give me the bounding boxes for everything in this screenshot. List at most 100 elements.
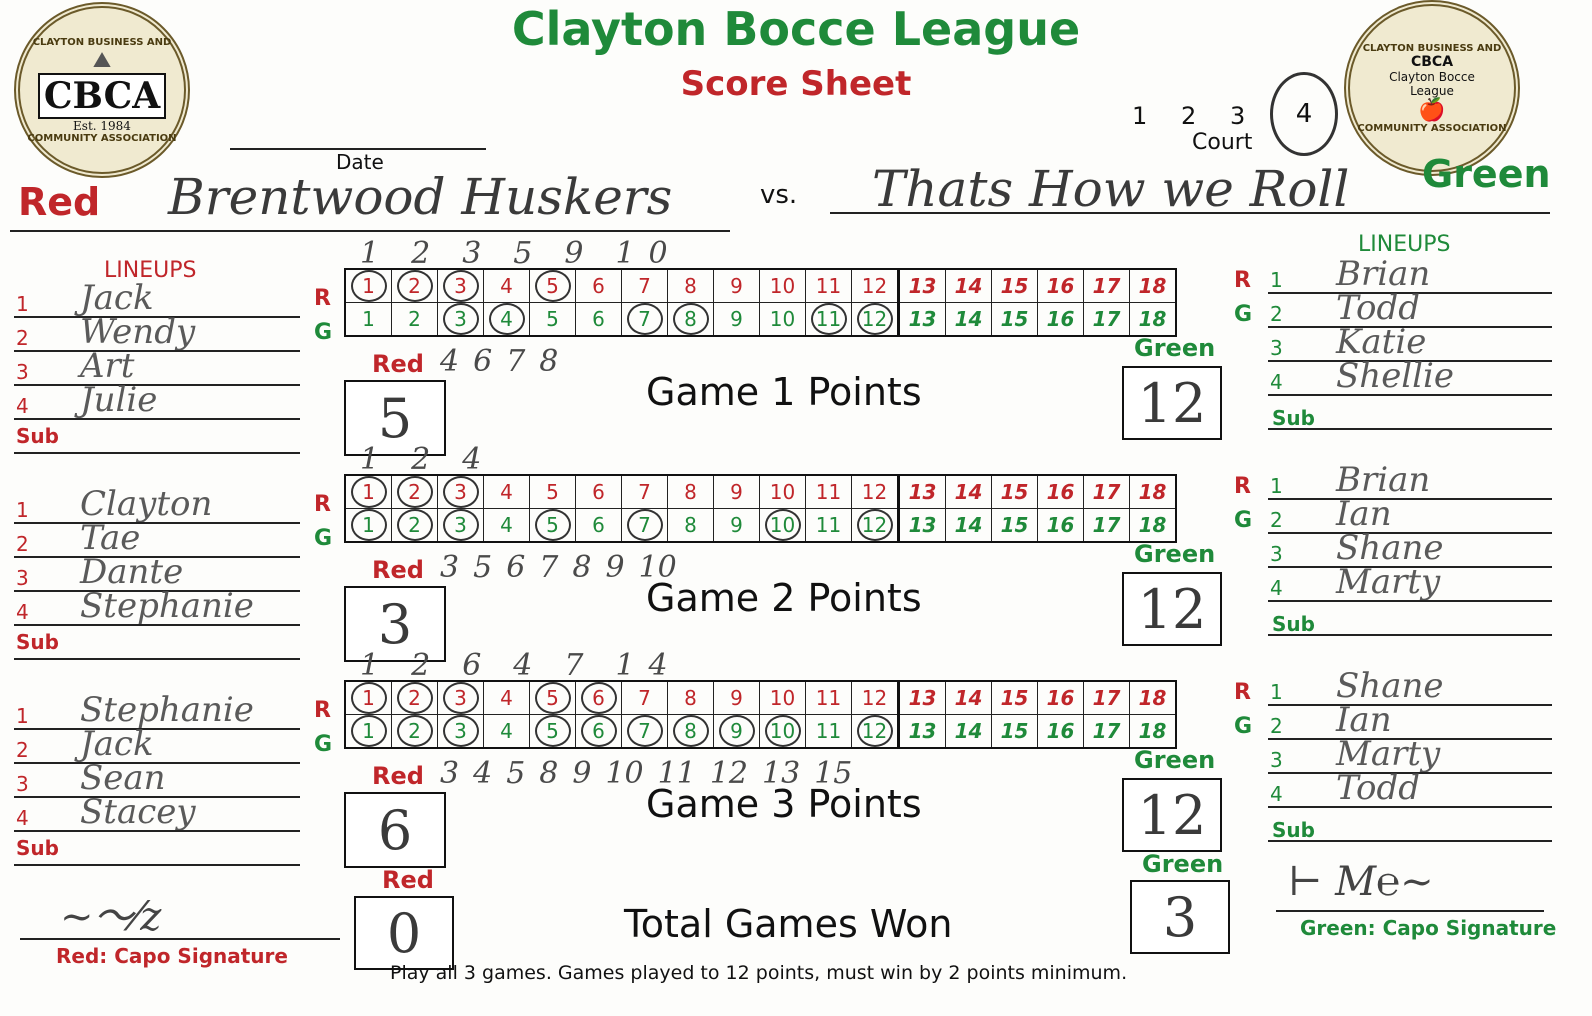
red-player-name[interactable]: Julie	[80, 380, 158, 420]
green-total-box[interactable]: 3	[1130, 880, 1230, 954]
green-point-cell[interactable]: 15	[991, 508, 1038, 543]
red-point-cell[interactable]: 6	[575, 474, 622, 509]
green-player-name[interactable]: Marty	[1336, 734, 1441, 774]
red-point-cell[interactable]: 6	[575, 268, 622, 303]
green-player-name[interactable]: Shane	[1336, 528, 1444, 568]
red-player-name[interactable]: Jack	[80, 278, 154, 318]
green-point-cell[interactable]: 7	[621, 302, 668, 337]
green-point-cell[interactable]: 14	[945, 714, 992, 749]
green-player-name[interactable]: Todd	[1336, 768, 1421, 808]
green-player-name[interactable]: Ian	[1336, 700, 1392, 740]
green-point-cell[interactable]: 10	[759, 302, 806, 337]
red-point-cell[interactable]: 16	[1037, 474, 1084, 509]
green-point-cell[interactable]: 13	[897, 508, 946, 543]
red-player-name[interactable]: Sean	[80, 758, 166, 798]
red-player-name[interactable]: Dante	[80, 552, 184, 592]
green-player-name[interactable]: Todd	[1336, 288, 1421, 328]
green-point-cell[interactable]: 15	[991, 714, 1038, 749]
red-point-cell[interactable]: 14	[945, 474, 992, 509]
red-player-name[interactable]: Wendy	[80, 312, 196, 352]
red-point-cell[interactable]: 2	[391, 474, 438, 509]
red-point-cell[interactable]: 10	[759, 680, 806, 715]
red-point-cell[interactable]: 12	[851, 680, 899, 715]
green-point-cell[interactable]: 4	[483, 508, 530, 543]
red-point-cell[interactable]: 13	[897, 680, 946, 715]
red-point-cell[interactable]: 11	[805, 474, 852, 509]
court-option-2[interactable]: 2	[1181, 102, 1197, 130]
red-point-cell[interactable]: 18	[1129, 268, 1177, 303]
green-player-name[interactable]: Brian	[1336, 460, 1431, 500]
green-point-cell[interactable]: 4	[483, 714, 530, 749]
red-point-cell[interactable]: 14	[945, 268, 992, 303]
green-point-cell[interactable]: 8	[667, 508, 714, 543]
green-point-cell[interactable]: 9	[713, 714, 760, 749]
red-point-cell[interactable]: 17	[1083, 680, 1130, 715]
green-point-cell[interactable]: 1	[344, 302, 392, 337]
court-option-3[interactable]: 3	[1230, 102, 1246, 130]
red-point-cell[interactable]: 7	[621, 474, 668, 509]
red-point-cell[interactable]: 9	[713, 474, 760, 509]
red-total-box[interactable]: 0	[354, 896, 454, 970]
red-player-name[interactable]: Jack	[80, 724, 154, 764]
red-point-cell[interactable]: 17	[1083, 268, 1130, 303]
red-point-cell[interactable]: 11	[805, 268, 852, 303]
red-point-cell[interactable]: 10	[759, 268, 806, 303]
green-point-cell[interactable]: 16	[1037, 508, 1084, 543]
green-point-cell[interactable]: 2	[391, 508, 438, 543]
green-game-score-box[interactable]: 12	[1122, 366, 1222, 440]
court-option-4-selected[interactable]: 4	[1270, 72, 1338, 156]
green-point-cell[interactable]: 9	[713, 508, 760, 543]
green-point-cell[interactable]: 1	[344, 508, 392, 543]
green-point-cell[interactable]: 12	[851, 302, 899, 337]
red-point-cell[interactable]: 15	[991, 680, 1038, 715]
green-point-cell[interactable]: 7	[621, 714, 668, 749]
red-point-cell[interactable]: 18	[1129, 474, 1177, 509]
red-player-name[interactable]: Stephanie	[80, 586, 254, 626]
green-point-cell[interactable]: 18	[1129, 302, 1177, 337]
red-point-cell[interactable]: 6	[575, 680, 622, 715]
green-point-cell[interactable]: 6	[575, 508, 622, 543]
red-point-cell[interactable]: 13	[897, 268, 946, 303]
red-player-name[interactable]: Stacey	[80, 792, 196, 832]
red-point-cell[interactable]: 7	[621, 680, 668, 715]
green-point-cell[interactable]: 6	[575, 714, 622, 749]
green-game-score-box[interactable]: 12	[1122, 778, 1222, 852]
red-point-cell[interactable]: 5	[529, 268, 576, 303]
red-point-cell[interactable]: 16	[1037, 680, 1084, 715]
red-game-score-box[interactable]: 6	[344, 792, 446, 868]
red-point-cell[interactable]: 3	[437, 680, 484, 715]
green-team-name[interactable]: Thats How we Roll	[872, 160, 1350, 218]
red-player-name[interactable]: Stephanie	[80, 690, 254, 730]
red-team-name[interactable]: Brentwood Huskers	[168, 168, 673, 226]
green-point-cell[interactable]: 13	[897, 714, 946, 749]
green-point-cell[interactable]: 14	[945, 302, 992, 337]
red-game-score-box[interactable]: 5	[344, 380, 446, 456]
red-point-cell[interactable]: 2	[391, 680, 438, 715]
red-point-cell[interactable]: 4	[483, 680, 530, 715]
green-point-cell[interactable]: 3	[437, 714, 484, 749]
red-player-name[interactable]: Art	[80, 346, 135, 386]
green-point-cell[interactable]: 10	[759, 508, 806, 543]
red-player-name[interactable]: Tae	[80, 518, 141, 558]
red-point-cell[interactable]: 5	[529, 474, 576, 509]
green-player-name[interactable]: Katie	[1336, 322, 1427, 362]
red-point-cell[interactable]: 9	[713, 268, 760, 303]
green-player-name[interactable]: Ian	[1336, 494, 1392, 534]
green-point-cell[interactable]: 1	[344, 714, 392, 749]
green-player-name[interactable]: Brian	[1336, 254, 1431, 294]
green-player-name[interactable]: Marty	[1336, 562, 1441, 602]
red-player-name[interactable]: Clayton	[80, 484, 213, 524]
red-point-cell[interactable]: 2	[391, 268, 438, 303]
green-point-cell[interactable]: 8	[667, 302, 714, 337]
red-point-cell[interactable]: 8	[667, 474, 714, 509]
red-point-cell[interactable]: 4	[483, 474, 530, 509]
red-point-cell[interactable]: 9	[713, 680, 760, 715]
green-player-name[interactable]: Shane	[1336, 666, 1444, 706]
red-point-cell[interactable]: 15	[991, 474, 1038, 509]
red-point-cell[interactable]: 12	[851, 474, 899, 509]
green-point-cell[interactable]: 17	[1083, 302, 1130, 337]
red-point-cell[interactable]: 5	[529, 680, 576, 715]
green-point-cell[interactable]: 14	[945, 508, 992, 543]
red-point-cell[interactable]: 8	[667, 268, 714, 303]
green-point-cell[interactable]: 11	[805, 714, 852, 749]
